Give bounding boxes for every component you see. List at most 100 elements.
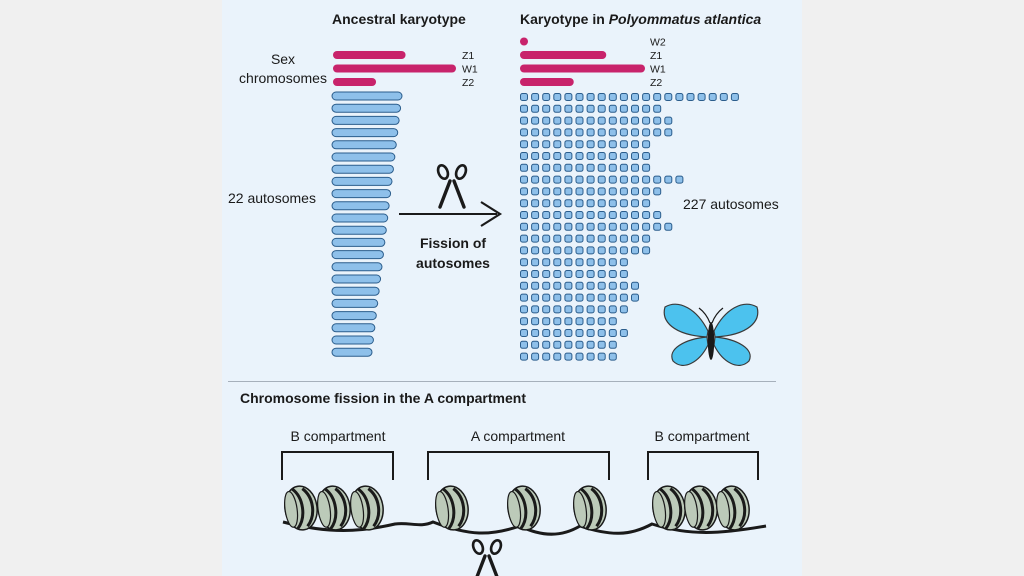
atlantica-autosome-dot	[597, 317, 606, 326]
atlantica-autosome-dot	[586, 211, 595, 219]
atlantica-autosome-dot	[553, 163, 562, 172]
atlantica-autosome-dot	[631, 93, 639, 101]
sex-chromosome-label-left: Z2	[462, 77, 474, 89]
atlantica-autosome-dot	[619, 116, 628, 125]
atlantica-autosome-dot	[631, 116, 639, 125]
scissors-bottom-icon	[471, 538, 503, 576]
atlantica-autosome-dot	[564, 234, 573, 243]
atlantica-autosome-dot	[575, 293, 584, 302]
atlantica-autosome-dot	[619, 234, 628, 243]
atlantica-autosome-dot	[575, 140, 584, 149]
atlantica-autosome-dot	[553, 270, 562, 278]
atlantica-autosome-dot	[575, 258, 584, 267]
atlantica-autosome-dot	[586, 187, 595, 196]
atlantica-autosome-dot	[564, 352, 573, 361]
compartment-label-b-right: B compartment	[654, 428, 750, 444]
atlantica-autosome-dot	[597, 152, 606, 160]
atlantica-autosome-dot	[653, 211, 662, 219]
atlantica-autosome-dot	[564, 128, 573, 137]
sex-chromosome-bar-right	[520, 64, 645, 73]
atlantica-autosome-dot	[564, 329, 573, 337]
atlantica-autosome-dot	[608, 317, 617, 326]
atlantica-autosome-dot	[642, 93, 651, 101]
atlantica-autosome-dot	[653, 187, 662, 196]
atlantica-autosome-dot	[564, 222, 573, 231]
atlantica-autosome-dot	[619, 163, 628, 172]
atlantica-autosome-dot	[542, 340, 551, 349]
ancestral-autosome-bar	[331, 91, 403, 101]
atlantica-autosome-dot	[608, 352, 617, 361]
sex-chromosome-label-left: W1	[462, 64, 478, 76]
atlantica-autosome-dot	[531, 352, 540, 361]
sex-chromosome-label-right: Z2	[650, 77, 662, 89]
atlantica-title-prefix: Karyotype in	[520, 11, 609, 27]
atlantica-autosome-dot	[531, 175, 540, 184]
atlantica-autosome-dot	[520, 140, 528, 149]
atlantica-autosome-dot	[619, 104, 628, 113]
atlantica-autosome-dot	[575, 128, 584, 137]
atlantica-autosome-dot	[597, 246, 606, 255]
atlantica-autosome-dot	[597, 93, 606, 101]
atlantica-autosome-dot	[586, 281, 595, 290]
atlantica-autosome-dot	[564, 211, 573, 219]
atlantica-autosome-dot	[608, 246, 617, 255]
atlantica-autosome-dot	[619, 211, 628, 219]
atlantica-autosome-dot	[564, 281, 573, 290]
sex-chromosome-label-right: Z1	[650, 50, 662, 62]
atlantica-autosome-dot	[542, 93, 551, 101]
atlantica-autosome-dot	[708, 93, 717, 101]
atlantica-autosome-dot	[542, 128, 551, 137]
atlantica-autosome-dot	[608, 128, 617, 137]
atlantica-autosome-dot	[653, 93, 662, 101]
atlantica-autosome-dot	[542, 270, 551, 278]
ancestral-autosome-bar	[331, 225, 387, 235]
sex-chromosome-label-right: W2	[650, 37, 666, 49]
atlantica-autosome-dot	[597, 163, 606, 172]
ancestral-autosome-bar	[331, 128, 399, 138]
atlantica-autosome-dot	[575, 163, 584, 172]
atlantica-autosome-dot	[664, 116, 673, 125]
atlantica-autosome-dot	[553, 211, 562, 219]
sex-label-line1: Sex	[270, 51, 296, 67]
atlantica-autosome-dot	[520, 222, 528, 231]
atlantica-autosome-dot	[597, 175, 606, 184]
ancestral-autosome-bar	[331, 152, 396, 162]
atlantica-autosome-dot	[531, 199, 540, 208]
ancestral-autosome-bar	[331, 274, 382, 284]
nucleosome	[652, 485, 686, 531]
atlantica-autosome-dot	[520, 340, 528, 349]
ancestral-autosome-bar	[331, 140, 397, 150]
atlantica-autosome-dot	[631, 175, 639, 184]
atlantica-autosome-dot	[564, 175, 573, 184]
atlantica-autosome-dot	[542, 246, 551, 255]
atlantica-autosome-dot	[553, 199, 562, 208]
atlantica-autosome-dot	[631, 222, 639, 231]
atlantica-autosome-dot	[608, 104, 617, 113]
nucleosome	[684, 485, 718, 531]
sex-chromosome-label-right: W1	[650, 64, 666, 76]
atlantica-autosome-dot	[542, 222, 551, 231]
atlantica-autosome-dot	[564, 116, 573, 125]
ancestral-autosome-bar	[331, 323, 376, 333]
atlantica-karyotype-title: Karyotype in Polyommatus atlantica	[520, 11, 761, 27]
atlantica-autosome-dot	[553, 281, 562, 290]
atlantica-autosome-dot	[619, 93, 628, 101]
atlantica-autosome-dot	[553, 128, 562, 137]
atlantica-autosome-dot	[520, 246, 528, 255]
atlantica-autosome-dot	[564, 104, 573, 113]
atlantica-autosome-dot	[664, 93, 673, 101]
atlantica-autosome-dot	[675, 175, 684, 184]
atlantica-autosome-dot	[619, 199, 628, 208]
atlantica-autosome-dot	[597, 187, 606, 196]
atlantica-autosome-dot	[575, 93, 584, 101]
atlantica-autosome-dot	[531, 104, 540, 113]
bracket-b-right	[647, 451, 759, 480]
atlantica-autosome-dot	[642, 116, 651, 125]
atlantica-autosome-dot	[575, 329, 584, 337]
atlantica-autosome-dot	[553, 246, 562, 255]
atlantica-autosome-dot	[697, 93, 706, 101]
atlantica-autosome-dot	[542, 281, 551, 290]
atlantica-autosome-dot	[586, 305, 595, 314]
atlantica-autosome-dot	[597, 104, 606, 113]
atlantica-autosome-dot	[542, 211, 551, 219]
